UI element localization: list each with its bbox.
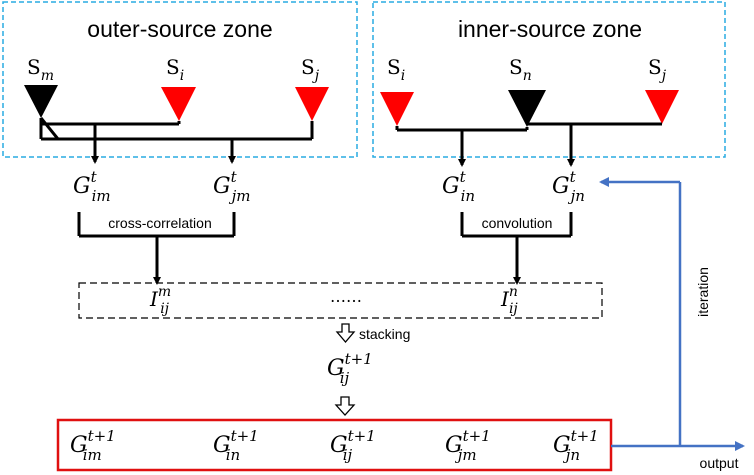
output-label: output [700, 455, 739, 471]
svg-text:Si: Si [166, 55, 184, 84]
cross-correlation-label: cross-correlation [108, 215, 211, 231]
outer-wiring [39, 117, 314, 164]
svg-text:Sj: Sj [301, 55, 320, 84]
iteration-label: iteration [695, 267, 711, 317]
interferometry-ellipsis: …… [330, 287, 362, 306]
stacking-arrow-icon [335, 323, 356, 344]
convolution-label: convolution [482, 215, 553, 231]
source-sj-inner: Sj [645, 55, 679, 124]
source-triangle-red [295, 87, 329, 121]
cross-correlation-bracket [77, 212, 236, 285]
inner-wiring [395, 122, 662, 167]
source-triangle-red [380, 92, 414, 126]
svg-text:Si: Si [387, 55, 405, 84]
inner-zone-title: inner-source zone [458, 16, 642, 42]
svg-text:Sn: Sn [509, 55, 532, 84]
source-si-inner: Si [380, 55, 414, 126]
convolution-bracket [460, 212, 573, 285]
source-triangle-black [24, 85, 58, 118]
source-sm-outer: Sm [24, 55, 58, 118]
iteration-arrow [599, 177, 682, 448]
source-label: S [27, 55, 41, 79]
source-triangle-red [645, 90, 679, 124]
down-arrow-icon [334, 396, 356, 416]
source-sn-inner: Sn [508, 55, 546, 127]
source-sj-outer: Sj [295, 55, 329, 121]
outer-zone-title: outer-source zone [87, 16, 272, 42]
source-triangle-black [508, 90, 546, 127]
inner-source-zone-box [372, 1, 726, 158]
outer-source-zone-box [2, 1, 358, 158]
svg-text:Sj: Sj [648, 55, 667, 84]
stacking-label: stacking [359, 326, 410, 342]
source-triangle-red [161, 87, 196, 121]
interferometry-box [78, 282, 603, 319]
source-si-outer: Si [161, 55, 196, 121]
svg-text:Sm: Sm [27, 55, 54, 84]
